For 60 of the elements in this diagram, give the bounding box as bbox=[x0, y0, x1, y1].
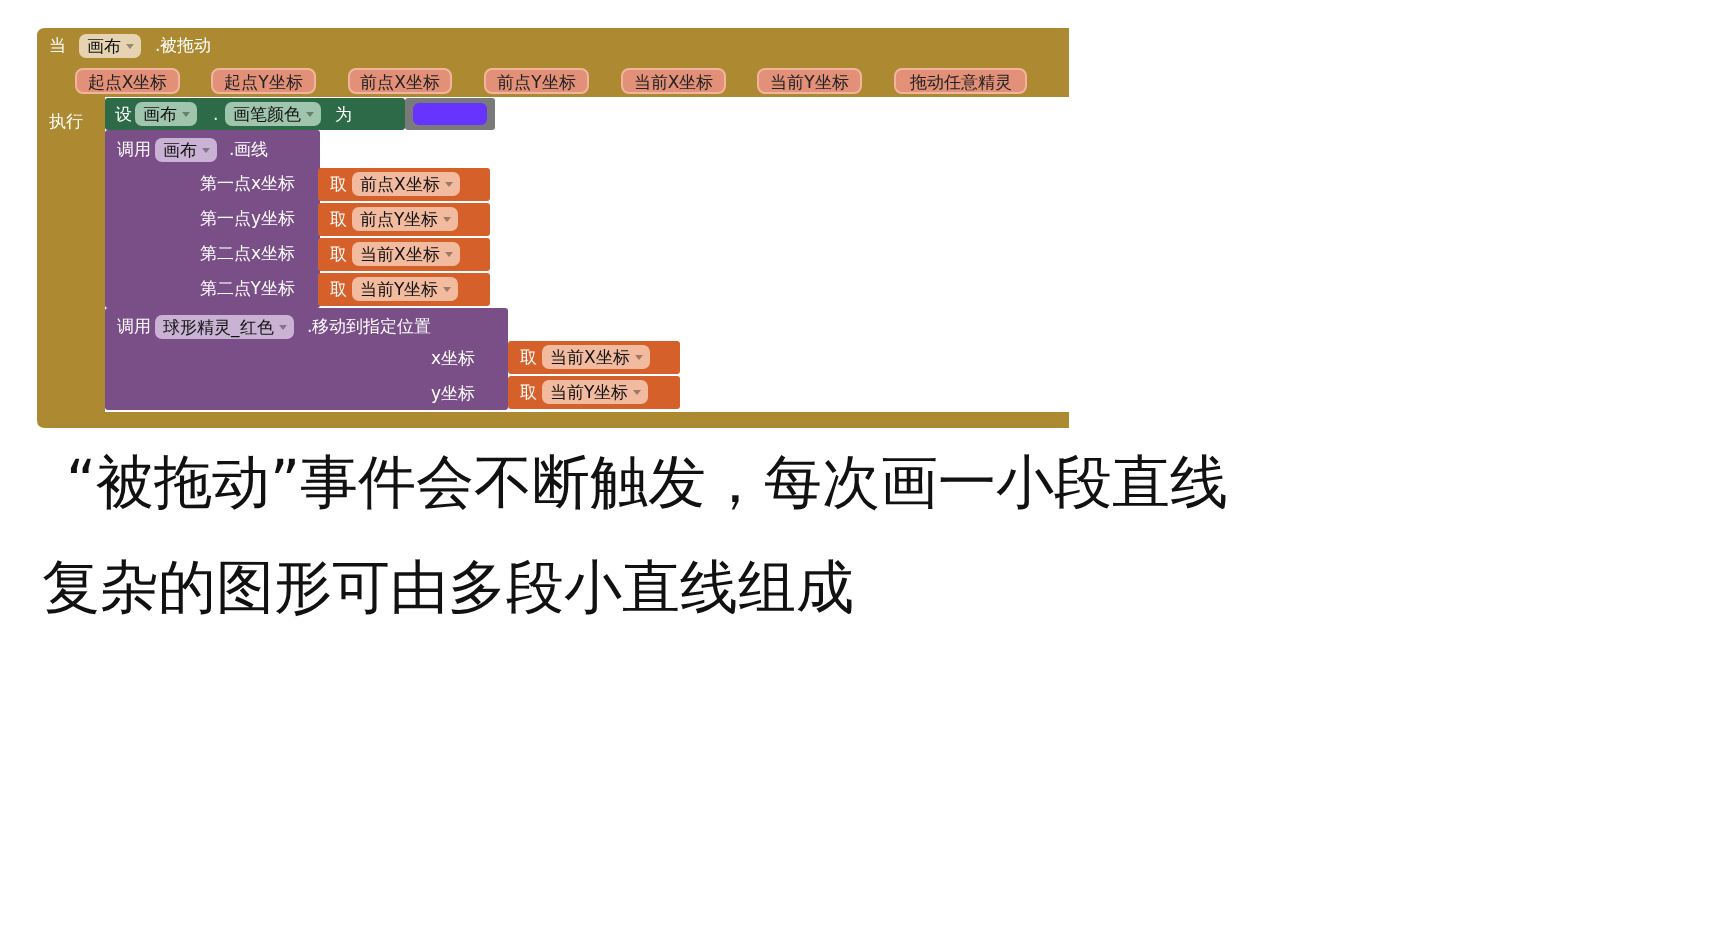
getter-block bbox=[318, 273, 490, 306]
parameter-chip bbox=[348, 68, 452, 94]
parameter-name: 拖动任意精灵 bbox=[908, 72, 1013, 92]
block-keyword: 取 bbox=[330, 244, 347, 264]
parameter-name: 起点Y坐标 bbox=[223, 72, 304, 92]
parameter-chip bbox=[211, 68, 316, 94]
method-call-block bbox=[105, 308, 508, 410]
method-call-block bbox=[105, 130, 320, 308]
block-keyword: 调用 bbox=[117, 316, 151, 336]
dropdown-field: 当前X坐标 bbox=[542, 345, 650, 369]
dropdown-field: 画布 bbox=[135, 102, 197, 126]
caption-text: 复杂的图形可由多段小直线组成 bbox=[42, 553, 854, 621]
getter-block bbox=[508, 341, 680, 374]
parameter-chip bbox=[757, 68, 862, 94]
block-keyword: 取 bbox=[330, 174, 347, 194]
block-keyword: 执行 bbox=[49, 111, 83, 131]
block-keyword: .画线 bbox=[229, 139, 269, 159]
socket-label: 第一点x坐标 bbox=[199, 173, 295, 193]
socket-label: 第二点x坐标 bbox=[199, 243, 295, 263]
socket-label: 第二点Y坐标 bbox=[199, 278, 295, 298]
block-keyword: 调用 bbox=[117, 139, 151, 159]
block-keyword: 取 bbox=[330, 279, 347, 299]
parameter-chip bbox=[484, 68, 589, 94]
block-keyword: 为 bbox=[335, 104, 352, 124]
block-keyword: 取 bbox=[520, 347, 537, 367]
socket-label: 第一点y坐标 bbox=[199, 208, 295, 228]
getter-block bbox=[318, 168, 490, 201]
parameter-name: 当前X坐标 bbox=[632, 72, 715, 92]
getter-block bbox=[318, 238, 490, 271]
block-keyword: 取 bbox=[330, 209, 347, 229]
parameter-name: 前点X坐标 bbox=[359, 72, 441, 92]
dropdown-field: 当前Y坐标 bbox=[352, 277, 459, 301]
dropdown-field: 球形精灵_红色 bbox=[155, 315, 294, 339]
parameter-name: 起点X坐标 bbox=[86, 72, 169, 92]
block-keyword: 当 bbox=[49, 35, 66, 55]
block-keyword: 取 bbox=[520, 382, 537, 402]
block-keyword: 设 bbox=[115, 104, 132, 124]
event-handler-block bbox=[37, 28, 1069, 428]
dropdown-field: 画布 bbox=[155, 138, 217, 162]
block-keyword: .移动到指定位置 bbox=[307, 316, 432, 336]
parameter-chip bbox=[621, 68, 726, 94]
parameter-name: 当前Y坐标 bbox=[769, 72, 850, 92]
dropdown-field: 画布 bbox=[79, 34, 141, 58]
getter-block bbox=[318, 203, 490, 236]
socket-label: x坐标 bbox=[430, 348, 475, 368]
dropdown-field: 当前Y坐标 bbox=[542, 380, 649, 404]
block-keyword: .被拖动 bbox=[155, 35, 212, 55]
parameter-name: 前点Y坐标 bbox=[496, 72, 577, 92]
parameter-chip bbox=[75, 68, 180, 94]
getter-block bbox=[508, 376, 680, 409]
dropdown-field: 前点Y坐标 bbox=[352, 207, 459, 231]
block-keyword: . bbox=[213, 104, 219, 124]
dropdown-field: 前点X坐标 bbox=[352, 172, 460, 196]
color-block bbox=[405, 98, 495, 130]
caption-text: “被拖动”事件会不断触发，每次画一小段直线 bbox=[66, 448, 1229, 516]
dropdown-field: 画笔颜色 bbox=[225, 102, 321, 126]
socket-label: y坐标 bbox=[430, 383, 475, 403]
setter-block bbox=[105, 98, 405, 130]
dropdown-field: 当前X坐标 bbox=[352, 242, 460, 266]
parameter-chip bbox=[894, 68, 1027, 94]
